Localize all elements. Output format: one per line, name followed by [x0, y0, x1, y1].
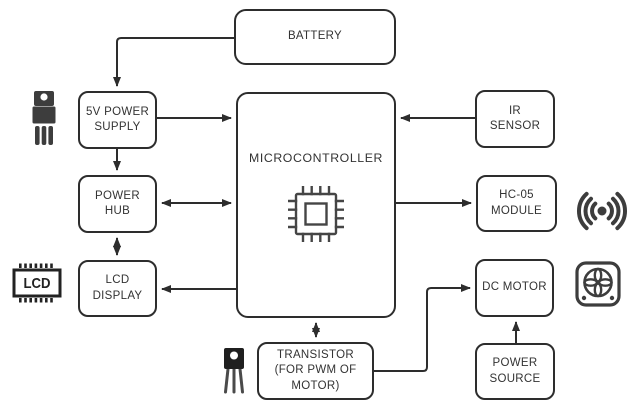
ir-sensor-label: IR SENSOR: [489, 104, 541, 132]
ir-sensor-block: IR SENSOR: [475, 90, 555, 148]
5v-power-supply-block: 5V POWER SUPPLY: [78, 91, 157, 149]
power-source-label: POWER SOURCE: [489, 357, 541, 385]
microcontroller-label: MICROCONTROLLER: [248, 151, 384, 165]
dc-motor-label: DC MOTOR: [482, 281, 547, 294]
transistor-label: TRANSISTOR (FOR PWM OF MOTOR): [274, 349, 357, 392]
battery-label: BATTERY: [287, 30, 343, 43]
battery-block: BATTERY: [234, 9, 396, 65]
power-source-block: POWER SOURCE: [475, 343, 555, 400]
transistor-package-icon: [224, 348, 244, 394]
lcd-display-label: LCD DISPLAY: [92, 274, 143, 302]
hc05-module-block: HC-05 MODULE: [476, 175, 557, 232]
power-hub-block: POWER HUB: [78, 175, 157, 233]
conn-transistor-to-dcmotor: [374, 284, 471, 372]
conn-battery-to-5v: [113, 37, 234, 87]
lcd-chip-text: LCD: [24, 275, 51, 292]
fan-icon: [575, 261, 621, 307]
power-hub-label: POWER HUB: [95, 189, 140, 217]
wireless-signal-icon: [576, 191, 628, 231]
dc-motor-block: DC MOTOR: [475, 259, 554, 317]
voltage-regulator-icon: [32, 91, 56, 145]
hc05-module-label: HC-05 MODULE: [490, 189, 542, 217]
microcontroller-block: MICROCONTROLLER: [236, 92, 396, 318]
5v-power-supply-label: 5V POWER SUPPLY: [85, 105, 150, 133]
lcd-chip-icon: LCD: [12, 263, 62, 303]
transistor-block: TRANSISTOR (FOR PWM OF MOTOR): [257, 342, 374, 400]
cpu-chip-icon: [288, 186, 344, 243]
lcd-display-block: LCD DISPLAY: [78, 260, 157, 317]
